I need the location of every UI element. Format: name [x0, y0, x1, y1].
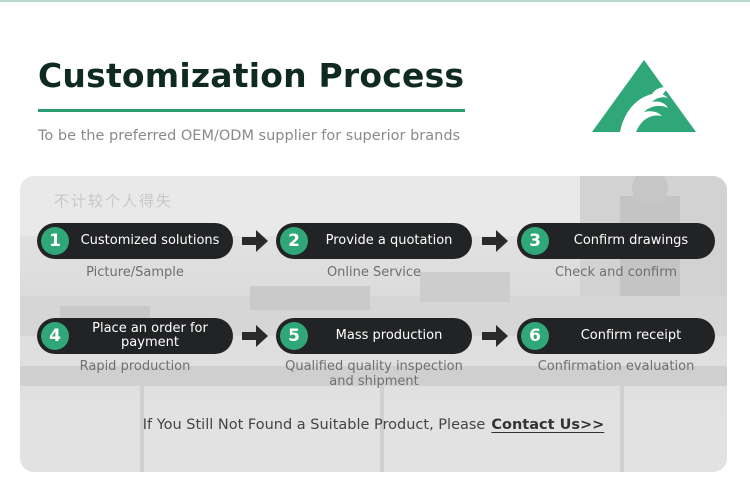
- process-panel: 不计较个人得失 1 Customized solutions Picture/S…: [20, 176, 727, 472]
- step-6-pill: 6 Confirm receipt: [517, 318, 715, 354]
- arrow-right-icon: [242, 230, 268, 252]
- contact-us-link[interactable]: Contact Us>>: [491, 417, 605, 433]
- step-5-pill: 5 Mass production: [276, 318, 472, 354]
- step-5-badge: 5: [280, 322, 308, 350]
- step-6-caption: Confirmation evaluation: [537, 359, 695, 374]
- step-6-badge: 6: [521, 322, 549, 350]
- top-divider: [0, 0, 750, 2]
- step-1-caption: Picture/Sample: [86, 265, 184, 280]
- footer-cta: If You Still Not Found a Suitable Produc…: [20, 417, 727, 433]
- footer-text: If You Still Not Found a Suitable Produc…: [142, 417, 486, 433]
- step-4-pill: 4 Place an order for payment: [37, 318, 233, 354]
- step-4-badge: 4: [41, 322, 69, 350]
- page-subtitle: To be the preferred OEM/ODM supplier for…: [38, 128, 461, 144]
- step-1-pill: 1 Customized solutions: [37, 223, 233, 259]
- page-title: Customization Process: [38, 56, 465, 95]
- step-3-label: Confirm drawings: [573, 233, 689, 248]
- step-5-caption: Qualified quality inspection and shipmen…: [285, 359, 463, 389]
- step-1-badge: 1: [41, 227, 69, 255]
- step-4-label: Place an order for payment: [92, 321, 208, 350]
- step-5-label: Mass production: [335, 328, 443, 343]
- step-3-badge: 3: [521, 227, 549, 255]
- step-3-pill: 3 Confirm drawings: [517, 223, 715, 259]
- step-4-caption: Rapid production: [79, 359, 191, 374]
- step-2-caption: Online Service: [326, 265, 422, 280]
- title-underline: [38, 109, 465, 112]
- eagle-logo-icon: [592, 60, 696, 132]
- background-sign-text: 不计较个人得失: [54, 192, 174, 210]
- arrow-right-icon: [242, 325, 268, 347]
- step-2-pill: 2 Provide a quotation: [276, 223, 472, 259]
- step-2-label: Provide a quotation: [325, 233, 453, 248]
- arrow-right-icon: [482, 230, 508, 252]
- step-6-label: Confirm receipt: [580, 328, 682, 343]
- step-1-label: Customized solutions: [80, 233, 220, 248]
- step-3-caption: Check and confirm: [554, 265, 678, 280]
- arrow-right-icon: [482, 325, 508, 347]
- factory-background-image: [20, 176, 727, 472]
- step-2-badge: 2: [280, 227, 308, 255]
